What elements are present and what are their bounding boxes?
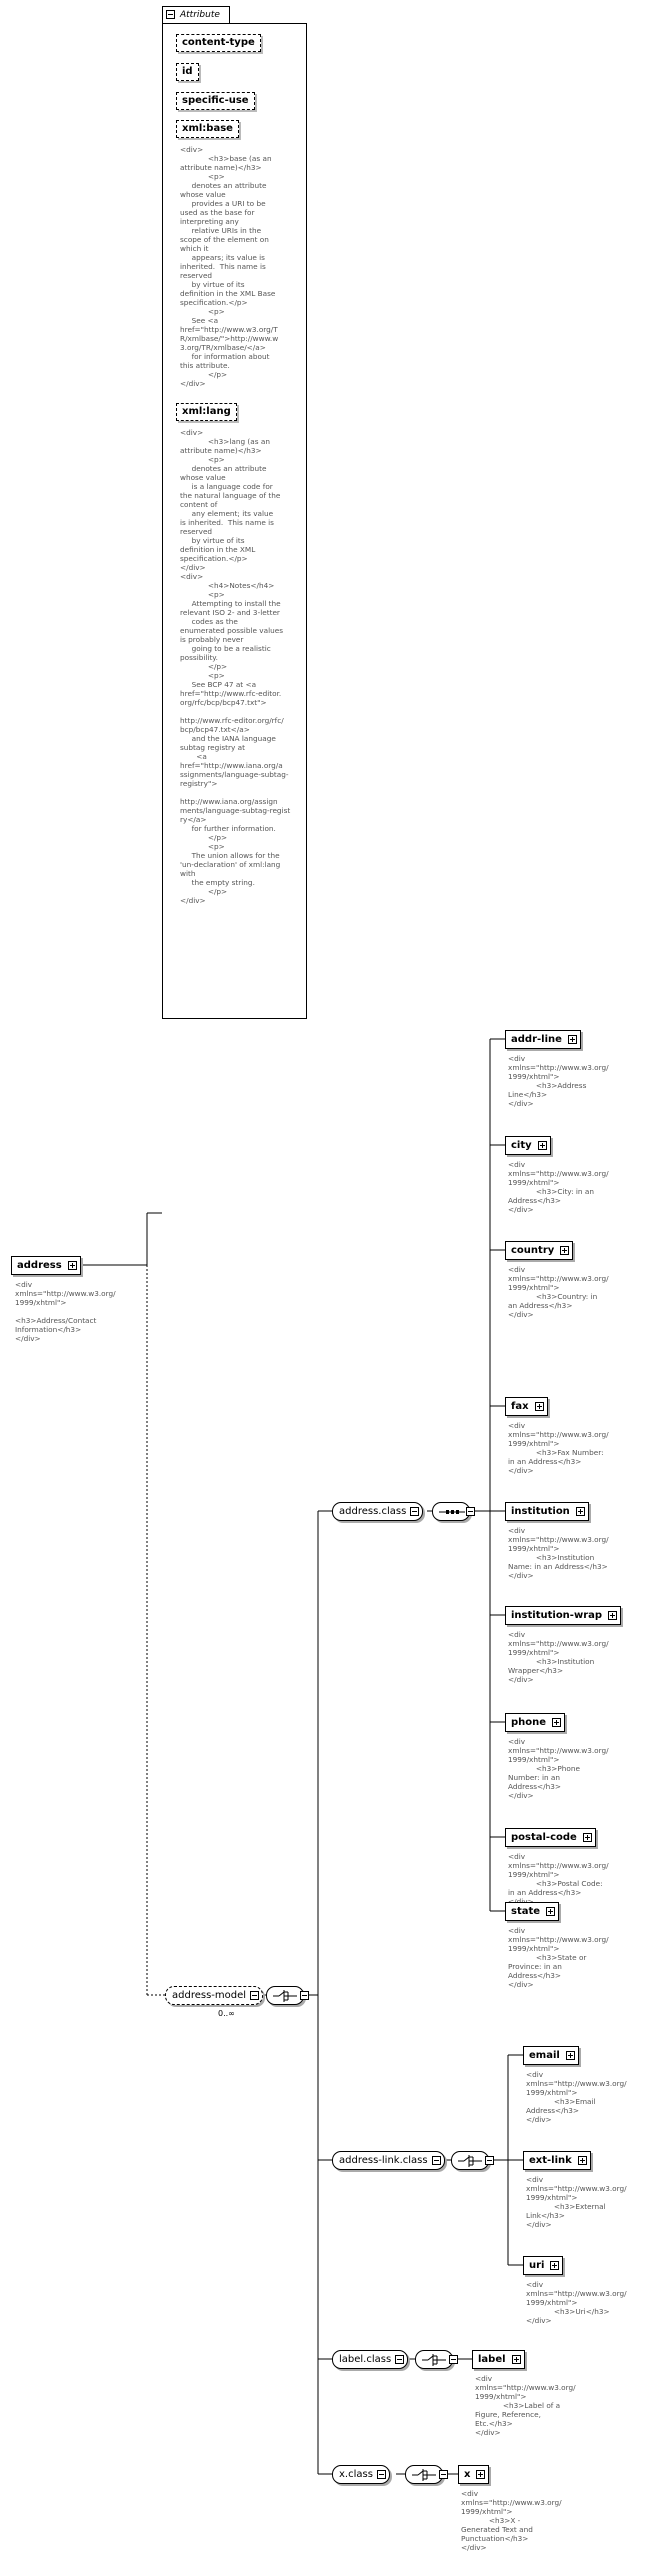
expand-icon[interactable] xyxy=(608,1611,618,1620)
element-country[interactable]: country xyxy=(505,1241,574,1260)
element-addr-line[interactable]: addr-line xyxy=(505,1030,581,1049)
attribute-xml-base[interactable]: xml:base xyxy=(176,120,239,138)
choice-compositor[interactable] xyxy=(415,2350,458,2369)
expand-icon[interactable] xyxy=(575,1507,585,1516)
expand-icon[interactable] xyxy=(582,1833,592,1842)
element-postal-code[interactable]: postal-code xyxy=(505,1828,596,1847)
attribute-group-tab[interactable]: Attribute xyxy=(162,6,230,23)
element-state[interactable]: state xyxy=(505,1902,560,1921)
expand-icon[interactable] xyxy=(537,1141,547,1150)
group-address-model[interactable]: address-model xyxy=(165,1986,264,2005)
attribute-xml-lang[interactable]: xml:lang xyxy=(176,403,237,421)
x-documentation: <div xmlns="http://www.w3.org/ 1999/xhtm… xyxy=(461,2489,562,2552)
collapse-icon[interactable] xyxy=(466,1507,475,1516)
address-documentation: <div xmlns="http://www.w3.org/ 1999/xhtm… xyxy=(15,1280,116,1343)
institution-documentation: <div xmlns="http://www.w3.org/ 1999/xhtm… xyxy=(508,1526,609,1580)
expand-icon[interactable] xyxy=(534,1402,544,1411)
element-ext-link[interactable]: ext-link xyxy=(523,2151,591,2170)
expand-icon[interactable] xyxy=(476,2470,486,2479)
element-x[interactable]: x xyxy=(458,2465,490,2484)
expand-icon[interactable] xyxy=(565,2051,575,2060)
collapse-icon[interactable] xyxy=(300,1991,309,2000)
addr-line-documentation: <div xmlns="http://www.w3.org/ 1999/xhtm… xyxy=(508,1054,609,1108)
attribute-specific-use[interactable]: specific-use xyxy=(176,92,255,110)
institution-wrap-documentation: <div xmlns="http://www.w3.org/ 1999/xhtm… xyxy=(508,1630,609,1684)
expand-icon[interactable] xyxy=(567,1035,577,1044)
expand-icon[interactable] xyxy=(577,2156,587,2165)
element-fax[interactable]: fax xyxy=(505,1397,548,1416)
collapse-icon[interactable] xyxy=(410,1507,420,1516)
ext-link-documentation: <div xmlns="http://www.w3.org/ 1999/xhtm… xyxy=(526,2175,627,2229)
phone-documentation: <div xmlns="http://www.w3.org/ 1999/xhtm… xyxy=(508,1737,609,1800)
attribute-content-type[interactable]: content-type xyxy=(176,34,261,52)
choice-icon xyxy=(412,2469,436,2481)
collapse-icon[interactable] xyxy=(250,1991,260,2000)
attribute-group-label: Attribute xyxy=(180,10,220,20)
city-documentation: <div xmlns="http://www.w3.org/ 1999/xhtm… xyxy=(508,1160,609,1214)
country-documentation: <div xmlns="http://www.w3.org/ 1999/xhtm… xyxy=(508,1265,609,1319)
collapse-icon[interactable] xyxy=(376,2470,386,2479)
attribute-group-box xyxy=(162,23,307,1019)
collapse-icon[interactable] xyxy=(166,10,175,19)
cardinality-label: 0..∞ xyxy=(218,2009,235,2018)
expand-icon[interactable] xyxy=(550,2261,560,2270)
collapse-icon[interactable] xyxy=(395,2355,405,2364)
collapse-icon[interactable] xyxy=(439,2470,448,2479)
sequence-compositor[interactable] xyxy=(432,1502,475,1521)
choice-icon xyxy=(273,1990,297,2002)
label-documentation: <div xmlns="http://www.w3.org/ 1999/xhtm… xyxy=(475,2374,576,2437)
state-documentation: <div xmlns="http://www.w3.org/ 1999/xhtm… xyxy=(508,1926,609,1989)
choice-icon xyxy=(422,2354,446,2366)
element-label[interactable]: label xyxy=(472,2350,525,2369)
collapse-icon[interactable] xyxy=(431,2156,441,2165)
expand-icon[interactable] xyxy=(560,1246,570,1255)
choice-compositor[interactable] xyxy=(451,2151,494,2170)
choice-icon xyxy=(458,2155,482,2167)
sequence-icon xyxy=(439,1510,465,1514)
element-address[interactable]: address xyxy=(11,1256,81,1275)
postal-code-documentation: <div xmlns="http://www.w3.org/ 1999/xhtm… xyxy=(508,1852,609,1906)
email-documentation: <div xmlns="http://www.w3.org/ 1999/xhtm… xyxy=(526,2070,627,2124)
element-institution[interactable]: institution xyxy=(505,1502,589,1521)
choice-compositor[interactable] xyxy=(266,1986,309,2005)
element-phone[interactable]: phone xyxy=(505,1713,566,1732)
element-institution-wrap[interactable]: institution-wrap xyxy=(505,1606,622,1625)
xml-lang-documentation: <div> <h3>lang (as an attribute name)</h… xyxy=(180,428,291,905)
expand-icon[interactable] xyxy=(511,2355,521,2364)
group-address-link-class[interactable]: address-link.class xyxy=(332,2151,445,2170)
fax-documentation: <div xmlns="http://www.w3.org/ 1999/xhtm… xyxy=(508,1421,609,1475)
expand-icon[interactable] xyxy=(546,1907,556,1916)
element-city[interactable]: city xyxy=(505,1136,551,1155)
group-label-class[interactable]: label.class xyxy=(332,2350,409,2369)
attribute-id[interactable]: id xyxy=(176,63,199,81)
collapse-icon[interactable] xyxy=(449,2355,458,2364)
group-address-class[interactable]: address.class xyxy=(332,1502,424,1521)
xml-base-documentation: <div> <h3>base (as an attribute name)</h… xyxy=(180,145,279,388)
expand-icon[interactable] xyxy=(552,1718,562,1727)
element-email[interactable]: email xyxy=(523,2046,579,2065)
expand-icon[interactable] xyxy=(67,1261,77,1270)
group-x-class[interactable]: x.class xyxy=(332,2465,390,2484)
collapse-icon[interactable] xyxy=(485,2156,494,2165)
uri-documentation: <div xmlns="http://www.w3.org/ 1999/xhtm… xyxy=(526,2280,627,2325)
choice-compositor[interactable] xyxy=(405,2465,448,2484)
element-uri[interactable]: uri xyxy=(523,2256,564,2275)
